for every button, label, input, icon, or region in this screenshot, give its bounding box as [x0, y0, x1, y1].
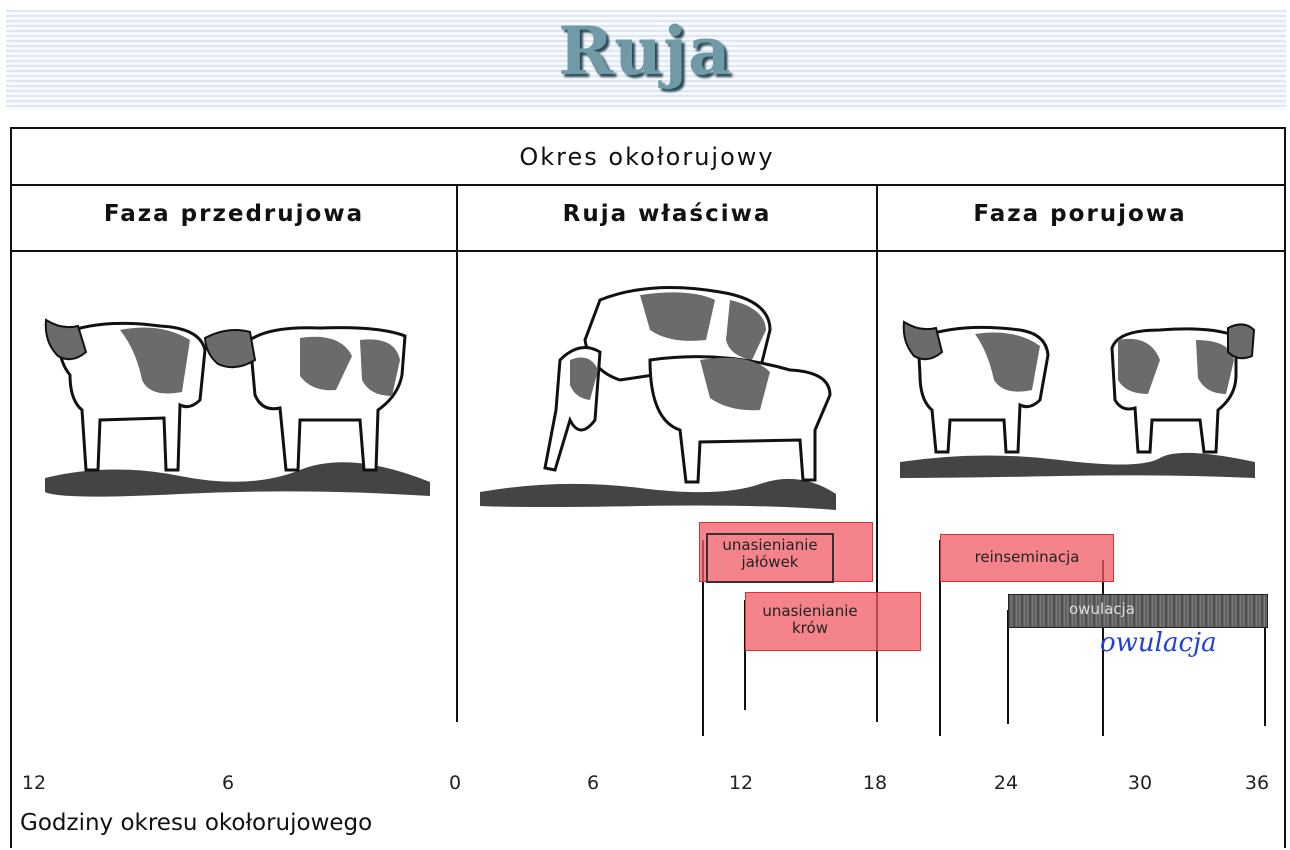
axis-tick: 18 [863, 772, 887, 794]
axis-label: Godziny okresu okołorujowego [20, 810, 372, 836]
event-heifers-line-2: jałówek [708, 554, 832, 571]
ovulation-bar-label: owulacja [1069, 600, 1135, 618]
ovulation-handwritten-note: owulacja [1100, 628, 1217, 658]
cow-mounting-icon [480, 288, 836, 511]
event-cows-line-1: unasienianie [746, 603, 874, 620]
event-cows-line-2: krów [746, 620, 874, 637]
axis-tick: 24 [994, 772, 1018, 794]
cow-pair-resting-icon [900, 322, 1255, 478]
event-reinsemination: reinseminacja [940, 534, 1114, 582]
cow-pair-sniffing-icon [45, 320, 430, 497]
ovulation-bar: owulacja [1008, 594, 1268, 628]
axis-tick: 6 [222, 772, 234, 794]
event-heifers-line-1: unasienianie [708, 537, 832, 554]
axis-tick: 6 [587, 772, 599, 794]
event-insemination-cows: unasienianie krów [745, 592, 921, 651]
event-insemination-heifers: unasienianie jałówek [699, 522, 873, 582]
axis-tick: 12 [22, 772, 46, 794]
axis-tick: 12 [729, 772, 753, 794]
axis-tick: 30 [1128, 772, 1152, 794]
axis-tick: 36 [1245, 772, 1269, 794]
axis-tick: 0 [449, 772, 461, 794]
event-reinsemination-label: reinseminacja [941, 549, 1113, 566]
